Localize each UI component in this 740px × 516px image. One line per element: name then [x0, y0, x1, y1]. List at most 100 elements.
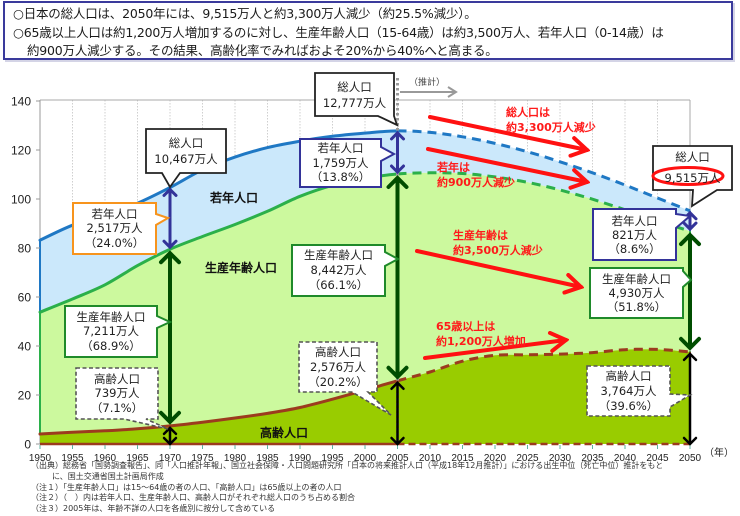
callout-share: （39.6%） [598, 398, 659, 413]
callout-share: （8.6%） [608, 241, 661, 256]
y-tick-label: 0 [24, 438, 31, 452]
callout-shape-working-1970 [64, 305, 173, 358]
callout-elderly-1970: 高齢人口 739万人 （7.1%） [76, 368, 158, 419]
callout-shape-working-2005 [291, 244, 401, 297]
elderly-line-projected [397, 347, 691, 383]
callout-working-1970: 生産年齢人口 7,211万人 （68.9%） [65, 306, 157, 357]
working-span-arrow-1970-head-down [159, 410, 181, 425]
working-line-projected [397, 171, 691, 233]
elderly-span-arrow-2050-head-up [682, 352, 698, 362]
callout-value: 10,467万人 [154, 152, 218, 166]
callout-working-2005: 生産年齢人口 8,442万人 （66.1%） [292, 245, 385, 296]
callout-share: （24.0%） [84, 235, 145, 250]
y-tick-label: 80 [18, 242, 32, 256]
callout-value: 7,211万人 [83, 324, 139, 339]
youth-decrease-arrow [426, 147, 587, 182]
callout-shape-elderly-2005 [298, 341, 392, 416]
callout-value: 821万人 [612, 227, 657, 242]
callout-shape-working-2050 [589, 267, 693, 319]
callout-title: 総人口 [675, 150, 710, 164]
annotation-line-2: 約3,500万人減少 [453, 244, 543, 257]
elderly-increase-arrow [423, 340, 566, 360]
y-tick-label: 120 [11, 144, 31, 158]
callout-shape-youth-2005 [299, 138, 397, 188]
annotation-working: 生産年齢は 約3,500万人減少 [453, 228, 543, 258]
callout-value: 3,764万人 [600, 383, 657, 398]
youth-span-arrow-1970-head-down [162, 239, 178, 250]
callout-value: 2,517万人 [86, 221, 143, 236]
working-span-arrow-2005-head-up [386, 175, 409, 190]
callout-title: 生産年齢人口 [76, 309, 146, 324]
callout-value: 8,442万人 [310, 263, 367, 277]
total-line-projected [397, 129, 691, 213]
elderly-span-arrow-2005-head-up [390, 381, 405, 391]
working-decrease-arrow [415, 249, 581, 287]
x-tick-label: 1995 [321, 453, 344, 464]
x-tick-label: 1970 [159, 453, 182, 464]
callout-share: （13.8%） [310, 170, 371, 185]
callout-total-2005: 総人口 12,777万人 [315, 73, 394, 116]
callout-shape-total-2005 [314, 72, 399, 127]
x-tick-label: 2015 [451, 453, 474, 464]
y-tick-label: 20 [18, 389, 32, 403]
callout-share: （7.1%） [90, 400, 144, 415]
working-span-arrow-2005-head-down [386, 365, 409, 380]
projection-label: （推計） [409, 78, 446, 88]
annotation-line-1: 65歳以上は [436, 320, 496, 333]
area-label-elderly: 高齢人口 [260, 426, 309, 440]
area-label-working: 生産年齢人口 [205, 261, 278, 275]
callout-share: （20.2%） [308, 374, 368, 389]
summary-line-1: ○日本の総人口は、2050年には、9,515万人と約3,300万人減少（約25.… [13, 6, 477, 21]
elderly-line-actual [38, 379, 399, 436]
working-span-arrow-1970-head-up [159, 250, 181, 265]
working-span-arrow-2050-head-up [679, 232, 701, 247]
annotation-line-1: 若年は [437, 161, 470, 174]
callout-value: 4,930万人 [608, 286, 665, 300]
callout-title: 高齢人口 [94, 371, 140, 386]
y-tick-label: 100 [11, 193, 31, 207]
annotation-line-2: 約1,200万人増加 [436, 335, 526, 348]
callout-title: 若年人口 [317, 141, 364, 156]
highlight-ellipse [651, 166, 725, 186]
annotation-line-2: 約3,300万人減少 [506, 121, 596, 134]
annotation-youth: 若年は 約900万人減少 [437, 160, 515, 190]
callout-value: 2,576万人 [310, 359, 366, 374]
note-2: （注２）（ ）内は若年人口、生産年齢人口、高齢人口がそれぞれ総人口のうち占める割… [31, 493, 355, 502]
x-tick-label: 1950 [29, 453, 52, 464]
callout-title: 生産年齢人口 [304, 248, 373, 262]
elderly-span-arrow-2050-head-down [682, 436, 698, 446]
callout-youth-2050: 若年人口 821万人 （8.6%） [593, 209, 676, 260]
elderly-span-arrow-2005-head-down [390, 436, 405, 446]
callout-youth-2005: 若年人口 1,759万人 （13.8%） [300, 139, 381, 187]
callout-share: （68.9%） [81, 338, 141, 353]
y-tick-label: 40 [18, 340, 32, 354]
x-tick-label: 2045 [646, 453, 669, 464]
callout-shape-youth-1970 [72, 202, 171, 255]
y-tick-label: 60 [18, 291, 32, 305]
annotation-total: 総人口は 約3,300万人減少 [506, 105, 596, 135]
callout-shape-total-2050 [652, 145, 733, 208]
x-tick-label: 2020 [484, 453, 507, 464]
youth-area [40, 130, 690, 313]
x-tick-label: 1975 [191, 453, 214, 464]
callout-shape-elderly-1970 [75, 367, 169, 430]
callout-total-1970: 総人口 10,467万人 [146, 129, 226, 173]
x-tick-label: 2030 [549, 453, 572, 464]
callout-elderly-2005: 高齢人口 2,576万人 （20.2%） [299, 342, 377, 392]
callout-shape-elderly-2050 [586, 365, 693, 417]
summary-line-2: ○65歳以上人口は約1,200万人増加するのに対し、生産年齢人口（15-64歳）… [13, 25, 664, 40]
youth-span-arrow-1970-head-up [162, 187, 178, 197]
source-note-cont: に、国土交通省国土計画局作成 [52, 472, 164, 481]
x-tick-label: 1980 [224, 453, 247, 464]
area-label-youth: 若年人口 [210, 191, 259, 205]
x-tick-label: 1965 [126, 453, 149, 464]
note-1: （注１）「生産年齢人口」は15～64歳の者の人口、「高齢人口」は65歳以上の者の… [31, 483, 342, 492]
annotation-line-2: 約900万人減少 [437, 176, 515, 189]
source-note: （出典）総務省「国勢調査報告」、同「人口推計年報」、国立社会保障・人口問題研究所… [31, 461, 664, 470]
callout-title: 高齢人口 [605, 368, 652, 383]
note-3: （注３）2005年は、年齢不詳の人口を各歳別に按分して含めている [31, 504, 276, 513]
callout-total-2050: 総人口 9,515万人 [653, 146, 732, 190]
x-tick-label: 2000 [354, 453, 377, 464]
x-tick-label: 2040 [614, 453, 637, 464]
